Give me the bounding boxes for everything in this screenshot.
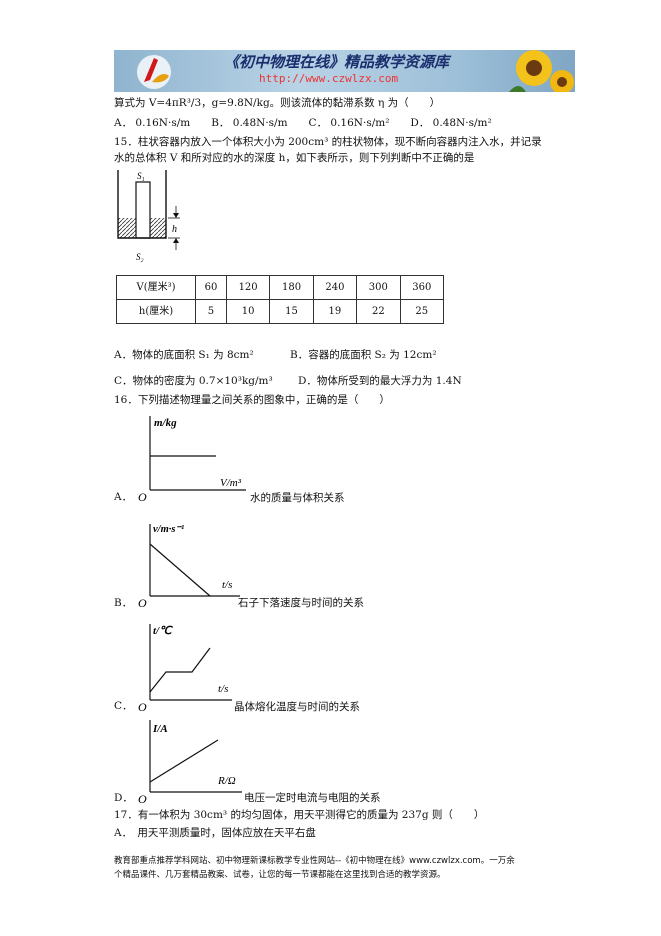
q15-option-d: D．物体所受到的最大浮力为 1.4N — [298, 375, 462, 387]
q15-stem-line1: 15．柱状容器内放入一个体积大小为 200cm³ 的柱状物体，现不断向容器内注入… — [114, 136, 542, 148]
table-cell: 10 — [225, 299, 271, 324]
graph-a-xlabel: V/m³ — [220, 477, 242, 489]
table-cell: 360 — [399, 275, 445, 300]
graph-c-origin: O — [138, 700, 147, 714]
container-diagram: h S₁ S₂ — [117, 170, 180, 262]
graph-d: I/A R/Ω O — [138, 720, 242, 806]
table-cell: 60 — [195, 275, 227, 300]
graph-d-letter: D． — [114, 792, 133, 804]
table-cell: 15 — [269, 299, 314, 324]
graph-d-origin: O — [138, 792, 147, 806]
s2-label: S₂ — [136, 252, 144, 262]
footer-line2: 个精品课件、几万套精品教案、试卷，让您的每一节课都能在这里找到合适的教学资源。 — [114, 870, 446, 880]
q15-option-b: B．容器的底面积 S₂ 为 12cm² — [290, 349, 437, 361]
header-banner: 《初中物理在线》精品教学资源库 http://www.czwlzx.com — [114, 50, 575, 92]
q17-option-a: A． 用天平测质量时，固体应放在天平右盘 — [114, 827, 316, 839]
graph-b-xlabel: t/s — [222, 579, 232, 591]
graph-c: t/℃ t/s O — [138, 624, 232, 714]
depth-label: h — [172, 224, 177, 235]
graph-d-line — [149, 739, 219, 783]
graph-a-letter: A． — [114, 491, 133, 503]
table-header-cell: V(厘米³) — [116, 275, 196, 300]
graph-c-caption: 晶体熔化温度与时间的关系 — [234, 701, 360, 713]
container-walls — [117, 170, 167, 239]
table-cell: 120 — [225, 275, 271, 300]
table-cell: 180 — [269, 275, 314, 300]
graph-c-xlabel: t/s — [218, 683, 228, 695]
graph-a: m/kg V/m³ O — [138, 416, 246, 504]
q16-stem: 16．下列描述物理量之间关系的图象中，正确的是（ ） — [114, 394, 390, 406]
graph-a-origin: O — [138, 490, 147, 504]
banner-url[interactable]: http://www.czwlzx.com — [259, 72, 399, 85]
graph-c-letter: C． — [114, 700, 133, 712]
table-cell: 19 — [312, 299, 358, 324]
s1-label: S₁ — [137, 171, 145, 181]
graph-b-line — [149, 543, 211, 597]
table-cell: 300 — [356, 275, 401, 300]
table-header-cell: h(厘米) — [116, 299, 196, 324]
table-cell: 5 — [195, 299, 227, 324]
graph-b-caption: 石子下落速度与时间的关系 — [238, 597, 364, 609]
table-cell: 240 — [312, 275, 358, 300]
volume-depth-table: V(厘米³) 60 120 180 240 300 360 h(厘米) 5 10… — [116, 275, 445, 324]
q17-stem: 17．有一体积为 30cm³ 的均匀固体，用天平测得它的质量为 237g 则（ … — [114, 809, 485, 821]
graph-b-origin: O — [138, 596, 147, 610]
banner-art — [137, 50, 574, 92]
banner-title: 《初中物理在线》精品教学资源库 — [224, 53, 450, 71]
q14-options: A． 0.16N·s/m B． 0.48N·s/m C． 0.16N·s/m² … — [114, 117, 492, 129]
q15-option-a: A．物体的底面积 S₁ 为 8cm² — [114, 349, 254, 361]
table-row: V(厘米³) 60 120 180 240 300 360 — [116, 275, 445, 300]
graph-a-ylabel: m/kg — [154, 417, 177, 429]
q15-option-c: C．物体的密度为 0.7×10³kg/m³ — [114, 375, 273, 387]
table-cell: 22 — [356, 299, 401, 324]
table-row: h(厘米) 5 10 15 19 22 25 — [116, 299, 445, 324]
q14-formula-text: 算式为 V=4πR³/3，g=9.8N/kg。则该流体的黏滞系数 η 为（ ） — [114, 97, 441, 109]
graph-b-letter: B． — [114, 597, 133, 609]
graph-c-ylabel: t/℃ — [153, 625, 173, 637]
footer-line1: 教育部重点推荐学科网站、初中物理新课标教学专业性网站--《初中物理在线》www.… — [114, 856, 515, 866]
graph-b-ylabel: v/m·s⁻¹ — [153, 524, 184, 535]
graph-d-ylabel: I/A — [152, 723, 168, 735]
graph-c-line — [149, 647, 211, 693]
graph-b: v/m·s⁻¹ t/s O — [138, 524, 240, 610]
graph-a-caption: 水的质量与体积关系 — [250, 492, 345, 504]
table-cell: 25 — [399, 299, 445, 324]
graph-d-xlabel: R/Ω — [217, 775, 236, 787]
column-object — [135, 181, 151, 239]
q15-stem-line2: 水的总体积 V 和所对应的水的深度 h，如下表所示，则下列判断中不正确的是 — [114, 152, 475, 164]
graph-d-caption: 电压一定时电流与电阻的关系 — [244, 792, 381, 804]
